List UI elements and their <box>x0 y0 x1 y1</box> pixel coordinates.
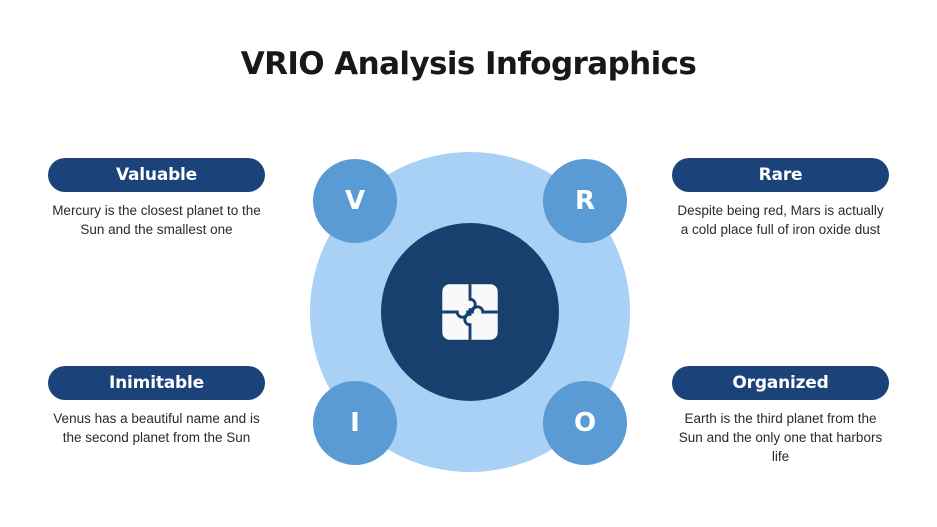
pill-label-organized: Organized <box>732 372 829 393</box>
pill-label-valuable: Valuable <box>115 164 198 185</box>
vrio-item-inimitable: Inimitable Venus has a beautiful name an… <box>48 366 265 447</box>
node-letter-r: R <box>574 186 596 216</box>
node-circle-r[interactable]: R <box>543 159 627 243</box>
node-circle-i[interactable]: I <box>313 381 397 465</box>
description-valuable: Mercury is the closest planet to the Sun… <box>52 203 261 237</box>
node-letter-i: I <box>350 408 360 438</box>
pill-inimitable[interactable]: Inimitable <box>48 366 265 400</box>
pill-label-rare: Rare <box>758 164 803 185</box>
description-organized: Earth is the third planet from the Sun a… <box>678 411 883 464</box>
pill-rare[interactable]: Rare <box>672 158 889 192</box>
pill-valuable[interactable]: Valuable <box>48 158 265 192</box>
vrio-item-rare: Rare Despite being red, Mars is actually… <box>672 158 889 239</box>
vrio-item-organized: Organized Earth is the third planet from… <box>672 366 889 466</box>
vrio-diagram: V R I O <box>310 152 630 472</box>
page-title: VRIO Analysis Infographics <box>240 46 697 82</box>
description-rare: Despite being red, Mars is actually a co… <box>677 203 884 237</box>
pill-label-inimitable: Inimitable <box>109 372 204 393</box>
node-circle-v[interactable]: V <box>313 159 397 243</box>
inner-circle <box>381 223 559 401</box>
node-letter-o: O <box>573 408 597 438</box>
description-inimitable: Venus has a beautiful name and is the se… <box>53 411 260 445</box>
vrio-item-valuable: Valuable Mercury is the closest planet t… <box>48 158 265 239</box>
puzzle-icon <box>442 284 498 340</box>
node-letter-v: V <box>344 186 366 216</box>
pill-organized[interactable]: Organized <box>672 366 889 400</box>
node-circle-o[interactable]: O <box>543 381 627 465</box>
